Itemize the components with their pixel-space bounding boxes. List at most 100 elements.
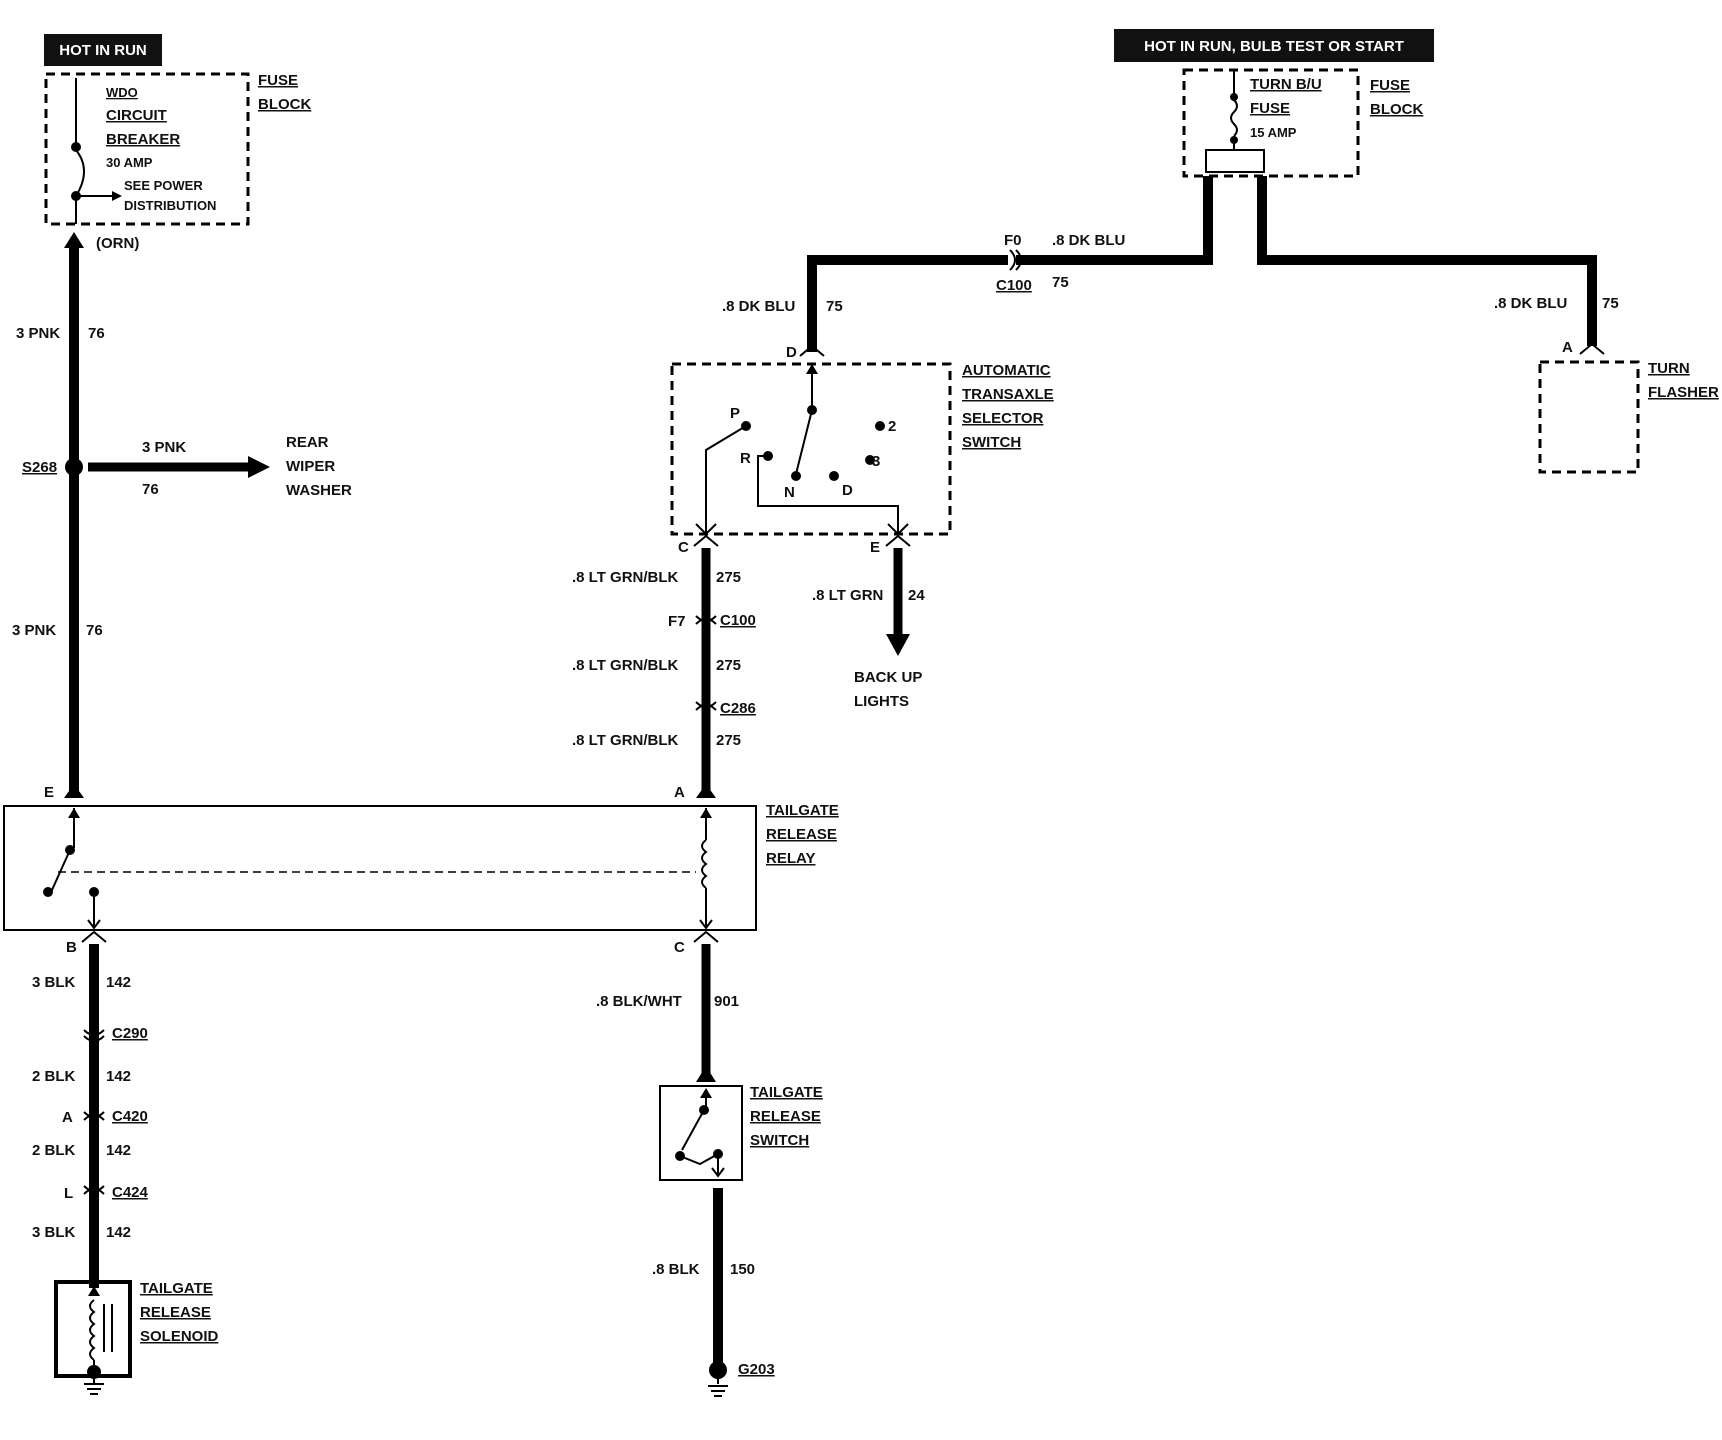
tailgate-solenoid: TAILGATE RELEASE SOLENOID — [54, 1280, 219, 1395]
blk-3: 2 BLK — [32, 1142, 76, 1159]
solenoid-1: TAILGATE — [140, 1280, 213, 1297]
tailgate-switch: TAILGATE RELEASE SWITCH — [659, 1084, 823, 1181]
ltgrnblk-1-num: 275 — [716, 569, 741, 586]
blk-gnd: .8 BLK — [652, 1261, 700, 1278]
c100-mid: C100 — [720, 612, 756, 629]
ltgrnblk-1: .8 LT GRN/BLK — [572, 569, 679, 586]
blk-2-num: 142 — [106, 1068, 131, 1085]
backup-2: LIGHTS — [854, 693, 909, 710]
pin-l-c424: L — [64, 1185, 73, 1202]
pin-d: D — [786, 344, 797, 361]
wire-76: (ORN) 3 PNK 76 S268 3 PNK 76 REAR WIPER … — [12, 232, 352, 798]
relay-1: TAILGATE — [766, 802, 839, 819]
selector-switch: P R N D 2 3 AUTOMATIC TRANSAXLE SELECTOR… — [670, 362, 1054, 536]
switch-2: RELEASE — [750, 1108, 821, 1125]
header-left-text: HOT IN RUN — [59, 42, 147, 59]
rear-wiper-2: WIPER — [286, 458, 335, 475]
pos-r: R — [740, 450, 751, 467]
orn-label: (ORN) — [96, 235, 139, 252]
pin-a-c420: A — [62, 1109, 73, 1126]
pos-p: P — [730, 405, 740, 422]
fuse-block-right-title: FUSE — [1370, 77, 1410, 94]
splice-s268 — [65, 458, 83, 476]
fuse-line2: FUSE — [1250, 100, 1290, 117]
dkblu-top-num: 75 — [1052, 274, 1069, 291]
blk-4-num: 142 — [106, 1224, 131, 1241]
wire-24: E .8 LT GRN 24 BACK UP LIGHTS — [812, 534, 925, 710]
header-hot-in-run: HOT IN RUN — [44, 34, 162, 66]
tailgate-relay: E TAILGATE RELEASE RELAY — [3, 784, 839, 931]
f0-label: F0 — [1004, 232, 1022, 249]
pos-2: 2 — [888, 418, 896, 435]
cb-line1: WDO — [106, 85, 138, 100]
rear-wiper-3: WASHER — [286, 482, 352, 499]
wire-75-dk-blu: F0 .8 DK BLU C100 75 .8 DK BLU 75 .8 DK … — [722, 176, 1619, 361]
relay-2: RELEASE — [766, 826, 837, 843]
dkblu-left: .8 DK BLU — [722, 298, 795, 315]
wire-275: C .8 LT GRN/BLK 275 F7 C100 .8 LT GRN/BL… — [572, 534, 756, 801]
pin-a-flasher: A — [1562, 339, 1573, 356]
blk-gnd-num: 150 — [730, 1261, 755, 1278]
ltgrn-num: 24 — [908, 587, 925, 604]
g203-label: G203 — [738, 1361, 775, 1378]
selector-1: AUTOMATIC — [962, 362, 1051, 379]
wire-901: C .8 BLK/WHT 901 — [596, 930, 739, 1082]
ltgrnblk-2: .8 LT GRN/BLK — [572, 657, 679, 674]
f7-label: F7 — [668, 613, 686, 630]
branch-size: 3 PNK — [142, 439, 186, 456]
fuse-line1: TURN B/U — [1250, 76, 1322, 93]
pin-a-relay: A — [674, 784, 685, 801]
switch-1: TAILGATE — [750, 1084, 823, 1101]
wire-142: B 3 BLK 142 C290 2 BLK 142 A C420 2 BLK … — [32, 930, 149, 1288]
fuse-block-left-title: FUSE — [258, 72, 298, 89]
w76b-size: 3 PNK — [12, 622, 56, 639]
pin-c-sw: C — [678, 539, 689, 556]
dkblu-right: .8 DK BLU — [1494, 295, 1567, 312]
blk-1: 3 BLK — [32, 974, 76, 991]
ltgrnblk-3: .8 LT GRN/BLK — [572, 732, 679, 749]
selector-3: SELECTOR — [962, 410, 1044, 427]
dkblu-top: .8 DK BLU — [1052, 232, 1125, 249]
fuse-block-right: TURN B/U FUSE 15 AMP FUSE BLOCK — [1182, 68, 1423, 178]
w76a-num: 76 — [88, 325, 105, 342]
solenoid-3: SOLENOID — [140, 1328, 219, 1345]
c290-label: C290 — [112, 1025, 148, 1042]
pin-e-relay: E — [44, 784, 54, 801]
cb-rating: 30 AMP — [106, 155, 153, 170]
pin-c-relay: C — [674, 939, 685, 956]
wire-150: .8 BLK 150 G203 — [652, 1188, 775, 1397]
fuse-block-left: WDO CIRCUIT BREAKER 30 AMP SEE POWER DIS… — [44, 72, 311, 226]
header-right-text: HOT IN RUN, BULB TEST OR START — [1144, 38, 1404, 55]
flasher-1: TURN — [1648, 360, 1690, 377]
ltgrnblk-2-num: 275 — [716, 657, 741, 674]
w76a-size: 3 PNK — [16, 325, 60, 342]
relay-3: RELAY — [766, 850, 815, 867]
c420-label: C420 — [112, 1108, 148, 1125]
w76b-num: 76 — [86, 622, 103, 639]
cb-note1: SEE POWER — [124, 178, 203, 193]
blkwht-num: 901 — [714, 993, 739, 1010]
header-hot-in-run-bulb-test: HOT IN RUN, BULB TEST OR START — [1114, 29, 1434, 62]
pin-e-sw: E — [870, 539, 880, 556]
c424-label: C424 — [112, 1184, 149, 1201]
fuse-block-right-title2: BLOCK — [1370, 101, 1423, 118]
solenoid-2: RELEASE — [140, 1304, 211, 1321]
rear-wiper-1: REAR — [286, 434, 329, 451]
selector-4: SWITCH — [962, 434, 1021, 451]
cb-line2: CIRCUIT — [106, 107, 167, 124]
blkwht: .8 BLK/WHT — [596, 993, 682, 1010]
cb-line3: BREAKER — [106, 131, 180, 148]
blk-2: 2 BLK — [32, 1068, 76, 1085]
c100-top: C100 — [996, 277, 1032, 294]
fuse-block-left-title2: BLOCK — [258, 96, 311, 113]
ground-g203 — [709, 1361, 727, 1379]
selector-2: TRANSAXLE — [962, 386, 1054, 403]
s268-label: S268 — [22, 459, 57, 476]
branch-num: 76 — [142, 481, 159, 498]
pin-b-relay: B — [66, 939, 77, 956]
pos-d: D — [842, 482, 853, 499]
c286-label: C286 — [720, 700, 756, 717]
backup-1: BACK UP — [854, 669, 922, 686]
fuse-rating: 15 AMP — [1250, 125, 1297, 140]
